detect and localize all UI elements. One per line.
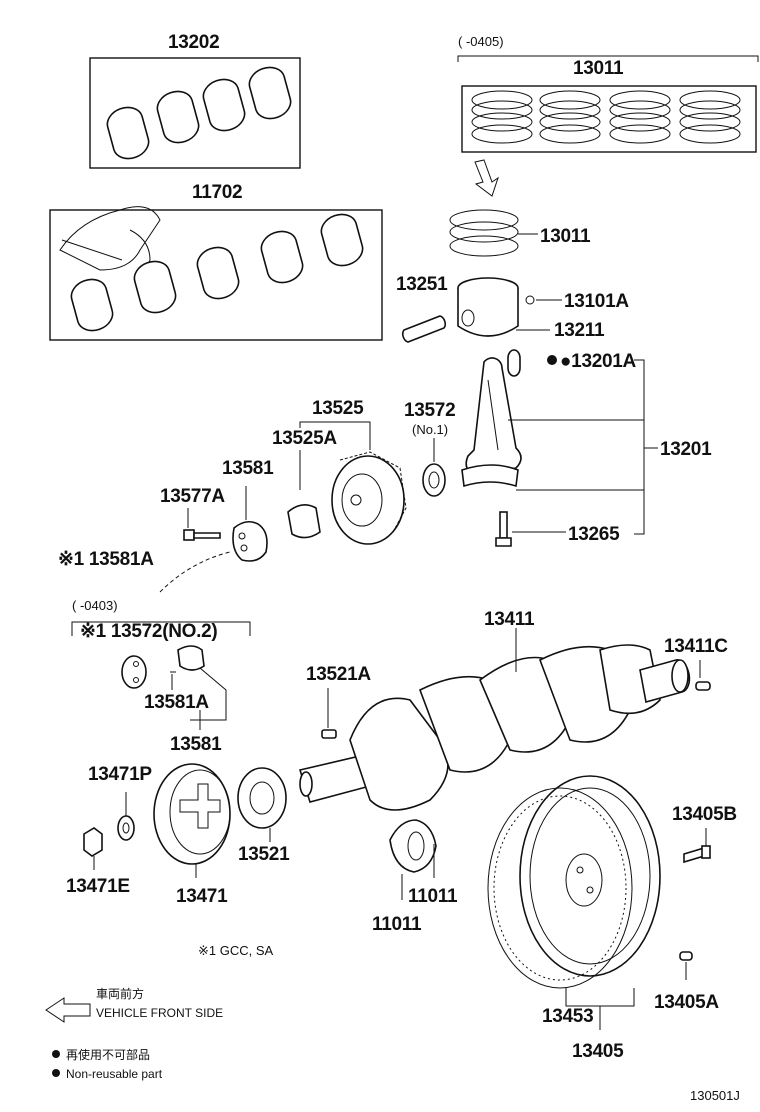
bolt-13577A[interactable]: [183, 529, 221, 541]
front-arrow-icon: [45, 997, 91, 1023]
label-13011-single: 13011: [540, 226, 591, 247]
washer-13572-no2[interactable]: [121, 655, 147, 689]
key-13521A[interactable]: [321, 729, 337, 739]
label-13453: 13453: [542, 1006, 593, 1027]
note-nonreuse-jp: 再使用不可部品: [66, 1047, 150, 1062]
bolt-13405B[interactable]: [683, 845, 711, 864]
piston-13211[interactable]: [457, 277, 519, 337]
note-nonreuse-en: Non-reusable part: [66, 1067, 163, 1081]
idler-13581[interactable]: [232, 520, 268, 562]
sprocket-13521[interactable]: [237, 767, 287, 829]
pin-13405A[interactable]: [679, 951, 693, 961]
piston-ring-set-13011[interactable]: [461, 85, 757, 153]
label-13405B: 13405B: [672, 804, 737, 825]
idler-13581-old[interactable]: [177, 645, 205, 671]
pin-13411C[interactable]: [695, 681, 711, 691]
crankshaft-13411[interactable]: [298, 644, 691, 811]
ring-gear-13453[interactable]: [487, 787, 633, 989]
label-13411C: 13411C: [664, 636, 728, 657]
connecting-rod-13201[interactable]: [461, 357, 522, 488]
label-13577A: 13577A: [160, 486, 225, 507]
label-13572-no1: (No.1): [412, 422, 448, 437]
down-arrow-icon: [474, 159, 499, 197]
label-13525: 13525: [312, 398, 364, 419]
bearing-set-13202[interactable]: [89, 57, 301, 169]
pulley-13471[interactable]: [153, 763, 231, 865]
flywheel-13405[interactable]: [519, 775, 661, 977]
washer-13572-no1[interactable]: [422, 463, 446, 497]
range-0403: ( -0403): [72, 598, 118, 613]
non-reusable-dot-icon: [547, 355, 557, 365]
label-13411: 13411: [484, 609, 535, 630]
nut-13471E[interactable]: [83, 827, 103, 857]
rod-bolt-13265[interactable]: [495, 511, 512, 547]
label-13471E: 13471E: [66, 876, 130, 897]
label-13581-lower: 13581: [170, 734, 222, 755]
label-13265: 13265: [568, 524, 620, 545]
label-13581A-gcc: ※1 13581A: [58, 549, 154, 570]
bearing-set-11702[interactable]: [49, 206, 383, 341]
label-13581: 13581: [222, 458, 274, 479]
bearing-13525A[interactable]: [287, 504, 321, 539]
label-13405: 13405: [572, 1041, 624, 1062]
label-13572-no2: ※1 13572(NO.2): [80, 621, 217, 642]
label-13572: 13572: [404, 400, 455, 421]
thrust-washer-11011[interactable]: [389, 819, 437, 873]
range-0405: ( -0405): [458, 34, 504, 49]
non-reusable-dot-icon: [52, 1050, 60, 1058]
label-13471: 13471: [176, 886, 228, 907]
diagram-code: 130501J: [690, 1088, 740, 1103]
washer-13471P[interactable]: [117, 815, 135, 841]
label-13011-set: 13011: [573, 58, 624, 79]
label-13521: 13521: [238, 844, 290, 865]
label-13525A: 13525A: [272, 428, 337, 449]
label-13202: 13202: [168, 32, 219, 53]
label-13211: 13211: [554, 320, 605, 341]
label-13521A: 13521A: [306, 664, 371, 685]
label-11011-right: 11011: [408, 886, 458, 907]
note-gcc: ※1 GCC, SA: [198, 943, 274, 958]
label-13251: 13251: [396, 274, 448, 295]
label-11011-left: 11011: [372, 914, 422, 935]
snap-ring-13101A[interactable]: [525, 295, 535, 305]
non-reusable-dot-icon: [52, 1069, 60, 1077]
label-13201A: ●13201A: [560, 351, 637, 372]
label-13101A: 13101A: [564, 291, 629, 312]
piston-pin-13251[interactable]: [402, 315, 446, 343]
label-11702: 11702: [192, 182, 242, 203]
label-13471P: 13471P: [88, 764, 152, 785]
rod-bushing-13201A[interactable]: [507, 349, 521, 377]
note-front-en: VEHICLE FRONT SIDE: [96, 1006, 223, 1020]
note-front-jp: 車両前方: [96, 986, 144, 1001]
label-13581A: 13581A: [144, 692, 209, 713]
label-13405A: 13405A: [654, 992, 719, 1013]
piston-ring-13011[interactable]: [449, 209, 519, 257]
label-13201: 13201: [660, 439, 712, 460]
gear-13525[interactable]: [331, 451, 407, 545]
